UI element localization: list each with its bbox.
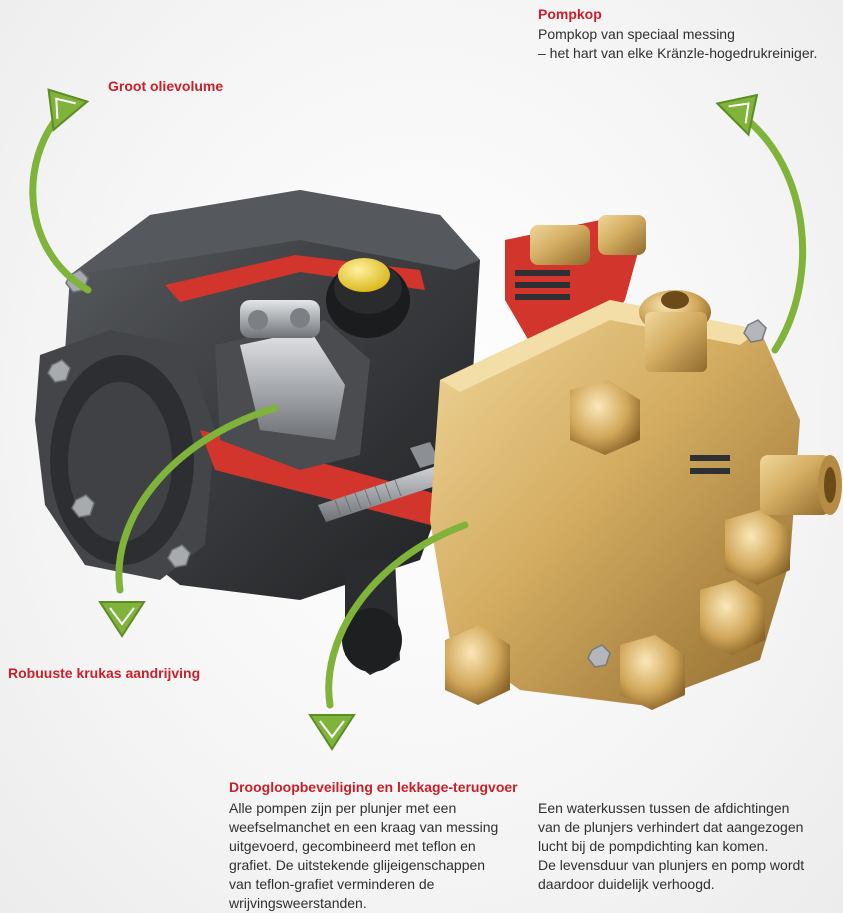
droogloop-line-1: Alle pompen zijn per plunjer met een [229, 800, 457, 816]
waterkussen-line-5: daardoor duidelijk verhoogd. [538, 876, 715, 892]
green-arrow-heads [47, 88, 759, 751]
waterkussen-description: Een waterkussen tussen de afdichtingen v… [538, 799, 804, 894]
arrow-pompkop [741, 114, 807, 354]
droogloop-title: Droogloopbeveiliging en lekkage-terugvoe… [229, 779, 518, 795]
olievolume-title: Groot olievolume [108, 78, 224, 94]
pompkop-line-1: Pompkop van speciaal messing [538, 26, 735, 42]
droogloop-line-6: wrijvingsweerstanden. [229, 895, 367, 911]
droogloop-line-5: van teflon-grafiet verminderen de [229, 876, 435, 892]
arrow-droogloop [325, 521, 469, 709]
waterkussen-line-2: van de plunjers verhindert dat aangezoge… [538, 819, 804, 835]
pompkop-description: Pompkop van speciaal messing – het hart … [538, 25, 817, 63]
droogloop-line-4: grafiet. De uitstekende glijeigenschappe… [229, 857, 486, 873]
oil-filler-cap [326, 258, 410, 338]
waterkussen-line-3: lucht bij de pompdichting kan komen. [538, 838, 769, 854]
waterkussen-line-1: Een waterkussen tussen de afdichtingen [538, 800, 790, 816]
krukas-title: Robuuste krukas aandrijving [8, 665, 201, 681]
brass-pump-head [430, 215, 842, 710]
droogloop-description: Alle pompen zijn per plunjer met een wee… [229, 799, 498, 913]
droogloop-line-3: uitgevoerd, gecombineerd met teflon en [229, 838, 476, 854]
pompkop-title: Pompkop [538, 6, 602, 22]
waterkussen-line-4: De levensduur van plunjers en pomp wordt [538, 857, 805, 873]
arrow-krukas [115, 404, 279, 594]
droogloop-line-2: weefselmanchet en een kraag van messing [229, 819, 499, 835]
green-callout-arrows [29, 111, 807, 709]
arrow-olievolume [29, 111, 92, 294]
pompkop-line-2: – het hart van elke Kränzle-hogedrukrein… [538, 45, 818, 61]
